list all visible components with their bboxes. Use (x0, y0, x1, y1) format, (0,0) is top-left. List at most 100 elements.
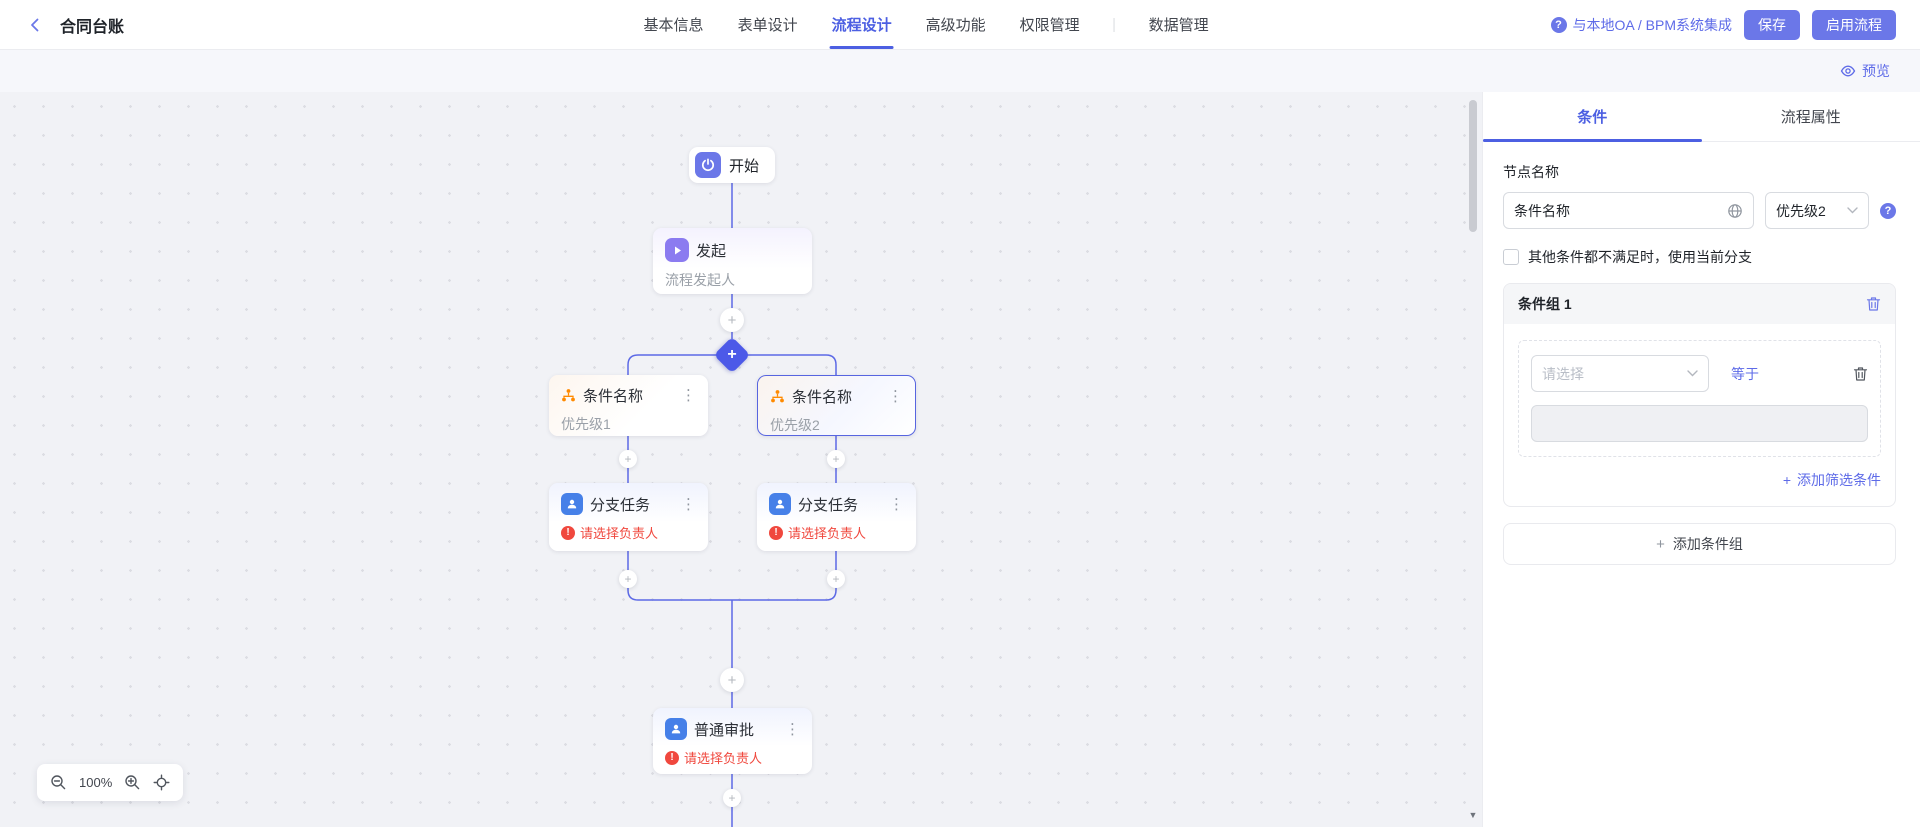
canvas-toolbar: 预览 (0, 50, 1920, 92)
add-node-button[interactable]: + (723, 789, 741, 807)
condition-branch-icon (562, 389, 575, 402)
add-branch-icon: + (727, 346, 737, 363)
save-button[interactable]: 保存 (1744, 9, 1800, 40)
preview-button[interactable]: 预览 (1840, 61, 1890, 81)
add-filter-button[interactable]: + 添加筛选条件 (1518, 470, 1881, 492)
node-start-title: 开始 (729, 157, 760, 175)
branch-gateway[interactable]: + (713, 336, 751, 374)
priority-select[interactable]: 优先级2 (1765, 192, 1869, 229)
enable-flow-button[interactable]: 启用流程 (1812, 9, 1896, 40)
integration-link[interactable]: ? 与本地OA / BPM系统集成 (1550, 15, 1732, 35)
node-start[interactable]: 开始 (689, 147, 775, 183)
add-node-button[interactable]: + (619, 570, 637, 588)
node-initiate-subtitle: 流程发起人 (665, 272, 735, 288)
node-condition-2-title: 条件名称 (792, 389, 853, 406)
tab-basic-info[interactable]: 基本信息 (643, 17, 704, 34)
fallback-label: 其他条件都不满足时，使用当前分支 (1528, 249, 1752, 265)
chevron-down-icon (1847, 207, 1858, 214)
priority-help-icon[interactable]: ? (1880, 202, 1896, 219)
tab-advanced[interactable]: 高级功能 (925, 17, 986, 34)
error-icon: ! (665, 750, 679, 765)
node-menu-icon[interactable]: ⋮ (681, 495, 696, 513)
add-node-button[interactable]: + (827, 570, 845, 588)
condition-value-input[interactable] (1531, 405, 1868, 442)
tab-flow-design[interactable]: 流程设计 (829, 0, 894, 49)
add-node-button[interactable]: + (720, 308, 744, 332)
properties-panel: 条件 流程属性 节点名称 条件名称 优先级2 ? 其他条件都不满足时，使用当前分… (1482, 92, 1920, 827)
node-branch-task-2-error: 请选择负责人 (788, 526, 867, 541)
node-branch-task-1-title: 分支任务 (590, 496, 651, 514)
scroll-down-icon[interactable]: ▼ (1468, 810, 1478, 820)
add-filter-label: 添加筛选条件 (1797, 472, 1881, 488)
node-branch-task-2-title: 分支任务 (798, 496, 859, 514)
node-condition-1[interactable]: 条件名称 ⋮ 优先级1 (549, 375, 708, 436)
error-icon: ! (769, 525, 783, 540)
page-title: 合同台账 (60, 18, 125, 36)
tab-form-design[interactable]: 表单设计 (737, 17, 798, 34)
person-icon (665, 718, 687, 740)
globe-language-icon[interactable] (1727, 203, 1743, 219)
fallback-branch-option[interactable]: 其他条件都不满足时，使用当前分支 (1503, 247, 1896, 267)
node-approval[interactable]: 普通审批 ⋮ ! 请选择负责人 (653, 708, 812, 774)
node-approval-title: 普通审批 (694, 721, 755, 739)
canvas-scrollbar[interactable]: ▼ (1466, 96, 1480, 823)
scrollbar-thumb[interactable] (1469, 100, 1477, 232)
delete-filter-icon[interactable] (1853, 366, 1868, 382)
tab-flow-properties[interactable]: 流程属性 (1780, 109, 1841, 126)
filter-condition-row: 请选择 等于 (1518, 340, 1881, 457)
operator-select[interactable]: 等于 (1731, 365, 1759, 382)
node-name-value: 条件名称 (1514, 202, 1570, 219)
field-select-placeholder: 请选择 (1542, 365, 1584, 382)
node-initiate[interactable]: 发起 流程发起人 (653, 228, 812, 294)
zoom-level: 100% (79, 775, 113, 790)
add-node-button[interactable]: + (619, 450, 637, 468)
node-menu-icon[interactable]: ⋮ (889, 495, 904, 513)
add-group-label: 添加条件组 (1672, 536, 1743, 552)
start-icon (695, 152, 721, 178)
plus-icon: + (1656, 535, 1665, 553)
zoom-controls: 100% (37, 764, 184, 801)
back-button[interactable] (24, 14, 46, 36)
tab-divider (1113, 17, 1115, 32)
integration-link-label: 与本地OA / BPM系统集成 (1572, 16, 1732, 33)
condition-branch-icon (771, 390, 784, 403)
node-menu-icon[interactable]: ⋮ (681, 387, 696, 404)
eye-icon (1840, 65, 1856, 77)
chevron-left-icon (31, 18, 39, 31)
condition-group-1: 条件组 1 请选择 等于 (1503, 283, 1896, 507)
node-branch-task-1[interactable]: 分支任务 ⋮ ! 请选择负责人 (549, 483, 708, 551)
node-condition-1-subtitle: 优先级1 (561, 416, 611, 432)
add-node-button[interactable]: + (827, 450, 845, 468)
delete-group-icon[interactable] (1866, 296, 1881, 312)
condition-group-title: 条件组 1 (1518, 296, 1572, 312)
plus-icon: + (1782, 472, 1791, 488)
node-branch-task-2[interactable]: 分支任务 ⋮ ! 请选择负责人 (757, 483, 916, 551)
node-branch-task-1-error: 请选择负责人 (580, 526, 659, 541)
tab-data-management[interactable]: 数据管理 (1148, 17, 1209, 34)
node-approval-error: 请选择负责人 (684, 751, 763, 766)
tab-condition[interactable]: 条件 (1483, 92, 1702, 142)
zoom-out-button[interactable] (50, 774, 67, 791)
play-icon (665, 238, 689, 262)
tab-permissions[interactable]: 权限管理 (1019, 17, 1080, 34)
node-condition-2-subtitle: 优先级2 (770, 417, 820, 433)
add-node-button[interactable]: + (720, 668, 744, 692)
field-select[interactable]: 请选择 (1531, 355, 1709, 392)
preview-label: 预览 (1862, 63, 1890, 79)
node-initiate-title: 发起 (696, 242, 727, 260)
node-condition-2-selected[interactable]: 条件名称 ⋮ 优先级2 (757, 375, 916, 436)
node-name-input[interactable]: 条件名称 (1503, 192, 1754, 229)
node-condition-1-title: 条件名称 (583, 388, 644, 405)
chevron-down-icon (1687, 370, 1698, 377)
zoom-in-button[interactable] (124, 774, 141, 791)
person-icon (561, 493, 583, 515)
app-header: 合同台账 基本信息 表单设计 流程设计 高级功能 权限管理 数据管理 ? 与本地… (0, 0, 1920, 50)
fit-view-button[interactable] (153, 774, 170, 791)
help-circle-icon: ? (1550, 16, 1567, 33)
node-menu-icon[interactable]: ⋮ (888, 388, 903, 405)
add-condition-group-button[interactable]: + 添加条件组 (1503, 523, 1896, 565)
fallback-checkbox[interactable] (1503, 249, 1519, 265)
node-menu-icon[interactable]: ⋮ (785, 720, 800, 738)
flow-canvas[interactable]: 开始 发起 流程发起人 + + 条件名称 ⋮ 优先级1 (0, 92, 1482, 827)
person-icon (769, 493, 791, 515)
